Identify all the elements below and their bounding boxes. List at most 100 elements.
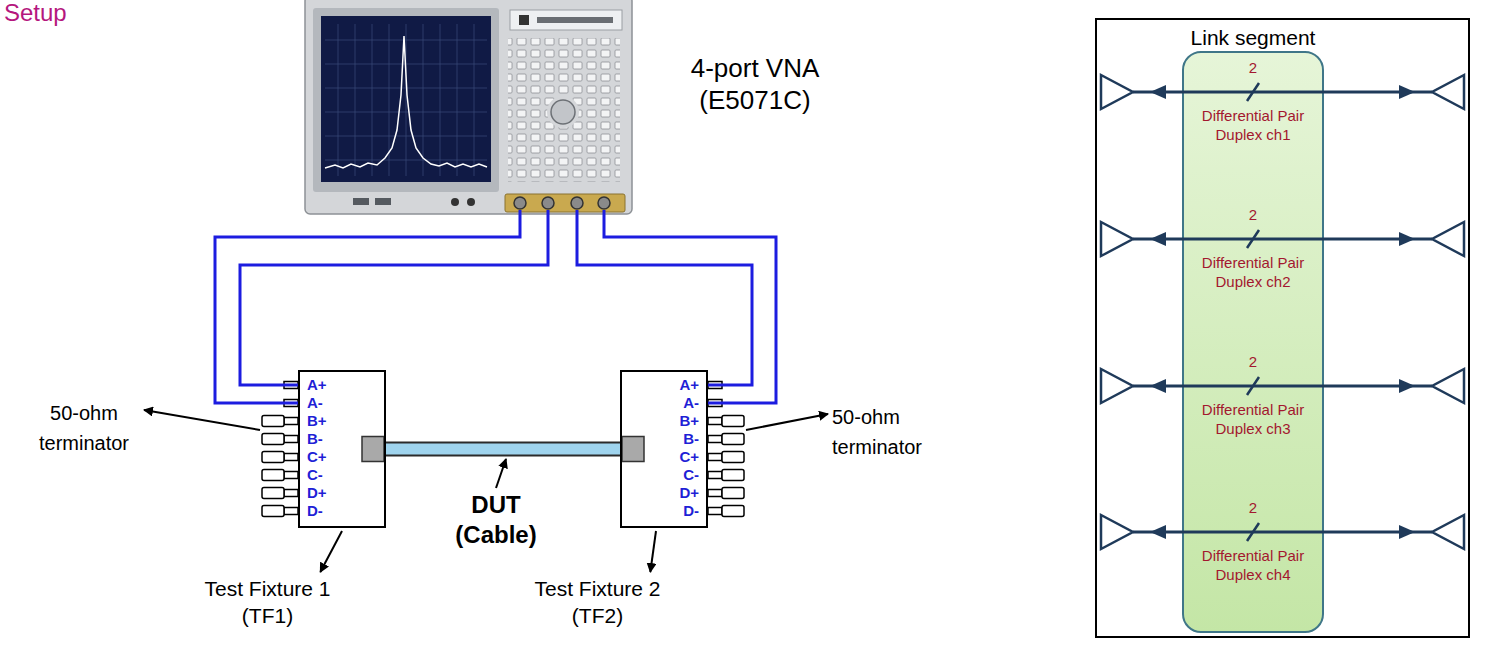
usb-port (353, 198, 369, 205)
button-panel (508, 38, 620, 182)
pin-stub (708, 490, 722, 497)
screen-grid (325, 24, 487, 176)
screen-trace (325, 36, 487, 168)
test-fixture-box: A+A-B+B-C+C-D+D- (298, 370, 386, 528)
pin-name: A+ (679, 376, 699, 394)
region-layer (1183, 52, 1323, 632)
vna-port (571, 197, 583, 209)
vna-badge-mark (537, 17, 613, 23)
leader-arrow (746, 414, 828, 430)
vna-instrument: 4-port VNA (E5071C) (305, 0, 632, 210)
channel-label: Differential Pair Duplex ch4 (1189, 546, 1317, 584)
bus-width: 2 (1183, 59, 1323, 77)
decor-layer (144, 382, 828, 573)
instrument-label: 4-port VNA (E5071C) (665, 52, 845, 116)
channel-label: Differential Pair Duplex ch3 (1189, 400, 1317, 438)
pin-name: A- (683, 394, 699, 412)
callout-label: Test Fixture 1 (TF1) (185, 575, 350, 629)
link-segment-box: 2Differential Pair Duplex ch12Differenti… (1095, 18, 1470, 638)
cable-outline (386, 442, 620, 457)
vna-port (542, 197, 554, 209)
rf-cable (215, 210, 520, 403)
pin-stub (284, 508, 298, 515)
panel-heading: Link segment (1153, 25, 1353, 51)
duplex-channel-symbol (1101, 222, 1464, 256)
pin-stub (284, 436, 298, 443)
vna-badge-mark (519, 15, 529, 25)
link-region-shape (1183, 52, 1323, 632)
duplex-channel-symbol (1101, 515, 1464, 549)
cable-connector (622, 437, 644, 462)
pin-name: C+ (679, 448, 699, 466)
vna-knob (551, 100, 575, 124)
terminator-cap (262, 434, 284, 445)
terminator-cap (722, 452, 744, 463)
channel-label: Differential Pair Duplex ch2 (1189, 253, 1317, 291)
terminator-cap (722, 488, 744, 499)
pin-stub (284, 490, 298, 497)
terminator-cap (722, 470, 744, 481)
bus-width: 2 (1183, 206, 1323, 224)
callout-label: 50-ohm terminator (832, 402, 952, 462)
leader-arrow (650, 531, 656, 572)
vna-bezel (313, 8, 499, 192)
port-strip (505, 194, 625, 212)
terminator-cap (722, 506, 744, 517)
pin-stub (284, 454, 298, 461)
rf-cable (240, 210, 548, 385)
pin-stub (708, 472, 722, 479)
pin-name: A+ (307, 376, 327, 394)
pin-name: C- (307, 466, 323, 484)
pin-name: D+ (307, 484, 327, 502)
vna-illustration (305, 0, 632, 214)
test-fixture-box: A+A-B+B-C+C-D+D- (620, 370, 708, 528)
terminator-cap (262, 416, 284, 427)
channel-label: Differential Pair Duplex ch1 (1189, 106, 1317, 144)
leader-arrow (496, 459, 506, 488)
duplex-channel-symbol (1101, 369, 1464, 403)
pin-name: C- (683, 466, 699, 484)
terminator-cap (722, 434, 744, 445)
callout-label: DUT (Cable) (440, 490, 552, 550)
pin-stub (708, 418, 722, 425)
callout-label: Test Fixture 2 (TF2) (515, 575, 680, 629)
slide-title: Setup (4, 0, 67, 27)
pin-name: D+ (679, 484, 699, 502)
knob-ring (547, 96, 579, 128)
pin-name: B+ (679, 412, 699, 430)
leader-arrow (144, 410, 260, 430)
bus-width: 2 (1183, 499, 1323, 517)
vna-port (598, 197, 610, 209)
pin-name: C+ (307, 448, 327, 466)
terminator-cap (262, 506, 284, 517)
pin-stub (284, 472, 298, 479)
terminator-cap (262, 488, 284, 499)
pin-stub (708, 454, 722, 461)
cable-connector (362, 437, 384, 462)
pin-name: D- (683, 502, 699, 520)
pin-name: B- (307, 430, 323, 448)
pin-stub (284, 418, 298, 425)
pin-name: B- (683, 430, 699, 448)
rf-cable (604, 210, 776, 403)
pin-stub (708, 508, 722, 515)
pin-name: D- (307, 502, 323, 520)
vna-port (514, 197, 526, 209)
terminator-cap (262, 452, 284, 463)
pin-name: B+ (307, 412, 327, 430)
bus-width: 2 (1183, 353, 1323, 371)
terminator-cap (722, 416, 744, 427)
vna-badge (510, 10, 622, 30)
link-region: 2Differential Pair Duplex ch12Differenti… (1183, 52, 1323, 632)
terminator-cap (262, 470, 284, 481)
leader-group (144, 410, 828, 572)
front-jack (467, 198, 475, 206)
pin-name: A- (307, 394, 323, 412)
callout-label: 50-ohm terminator (28, 398, 140, 458)
vna-screen (321, 16, 491, 182)
vna-body (305, 0, 632, 214)
cable-outline-group (386, 449, 620, 450)
leader-arrow (320, 531, 342, 572)
usb-port (375, 198, 391, 205)
front-jack (451, 198, 459, 206)
